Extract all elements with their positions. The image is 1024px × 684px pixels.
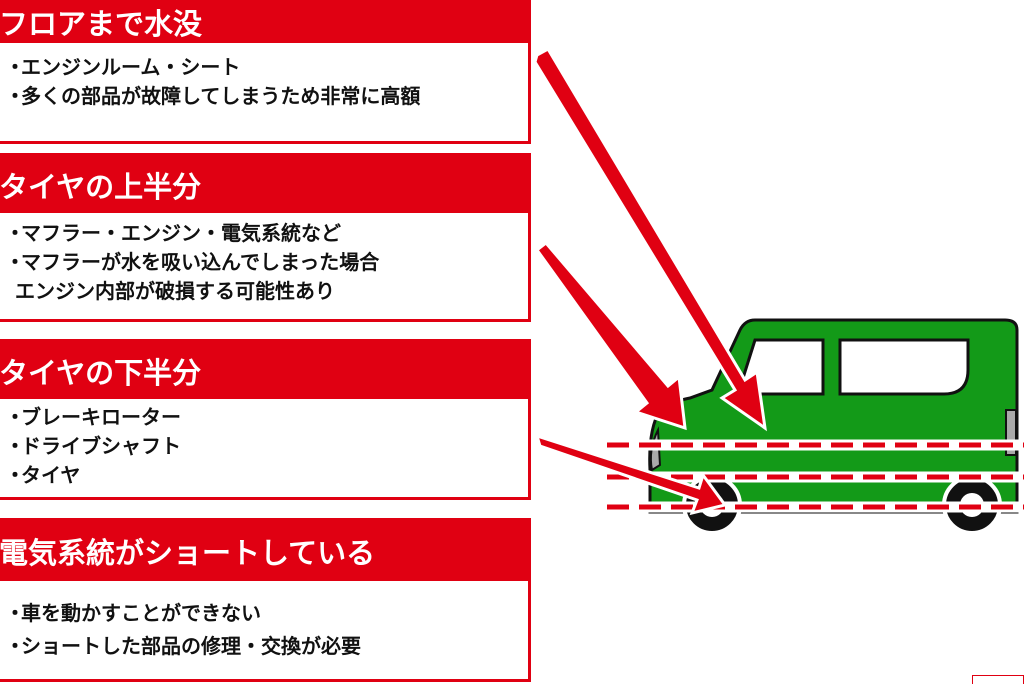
car-illustration: [648, 318, 1019, 535]
rear-wheel: [942, 475, 1002, 535]
section-title: 電気系統がショートしている: [0, 521, 528, 581]
list-item: ショートした部品の修理・交換が必要: [21, 634, 361, 658]
list-item-continuation: エンジン内部が破損する可能性あり: [15, 279, 335, 303]
list-item: 車を動かすことができない: [21, 601, 261, 625]
section-title: タイヤの下半分: [0, 342, 528, 399]
list-item: 多くの部品が故障してしまうため非常に高額: [21, 84, 421, 108]
list-item: ブレーキローター: [21, 405, 181, 429]
section-title: フロアまで水没: [0, 0, 528, 43]
section-electrical-short: 電気系統がショートしている ・車を動かすことができない ・ショートした部品の修理…: [0, 518, 531, 682]
water-level-lines: [607, 439, 1024, 513]
section-floor-flooded: フロアまで水没 ・エンジンルーム・シート ・多くの部品が故障してしまうため非常に…: [0, 0, 531, 144]
pointer-arrows: [533, 46, 767, 516]
section-upper-tire: タイヤの上半分 ・マフラー・エンジン・電気系統など ・マフラーが水を吸い込んでし…: [0, 153, 531, 322]
list-item: タイヤ: [21, 463, 81, 487]
section-title: タイヤの上半分: [0, 156, 528, 213]
list-item: マフラー・エンジン・電気系統など: [21, 221, 341, 245]
list-item: ドライブシャフト: [21, 434, 181, 458]
list-item: マフラーが水を吸い込んでしまった場合: [21, 250, 380, 274]
list-item: エンジンルーム・シート: [21, 55, 241, 79]
front-wheel: [682, 475, 742, 535]
section-lower-tire: タイヤの下半分 ・ブレーキローター ・ドライブシャフト ・タイヤ: [0, 339, 531, 500]
